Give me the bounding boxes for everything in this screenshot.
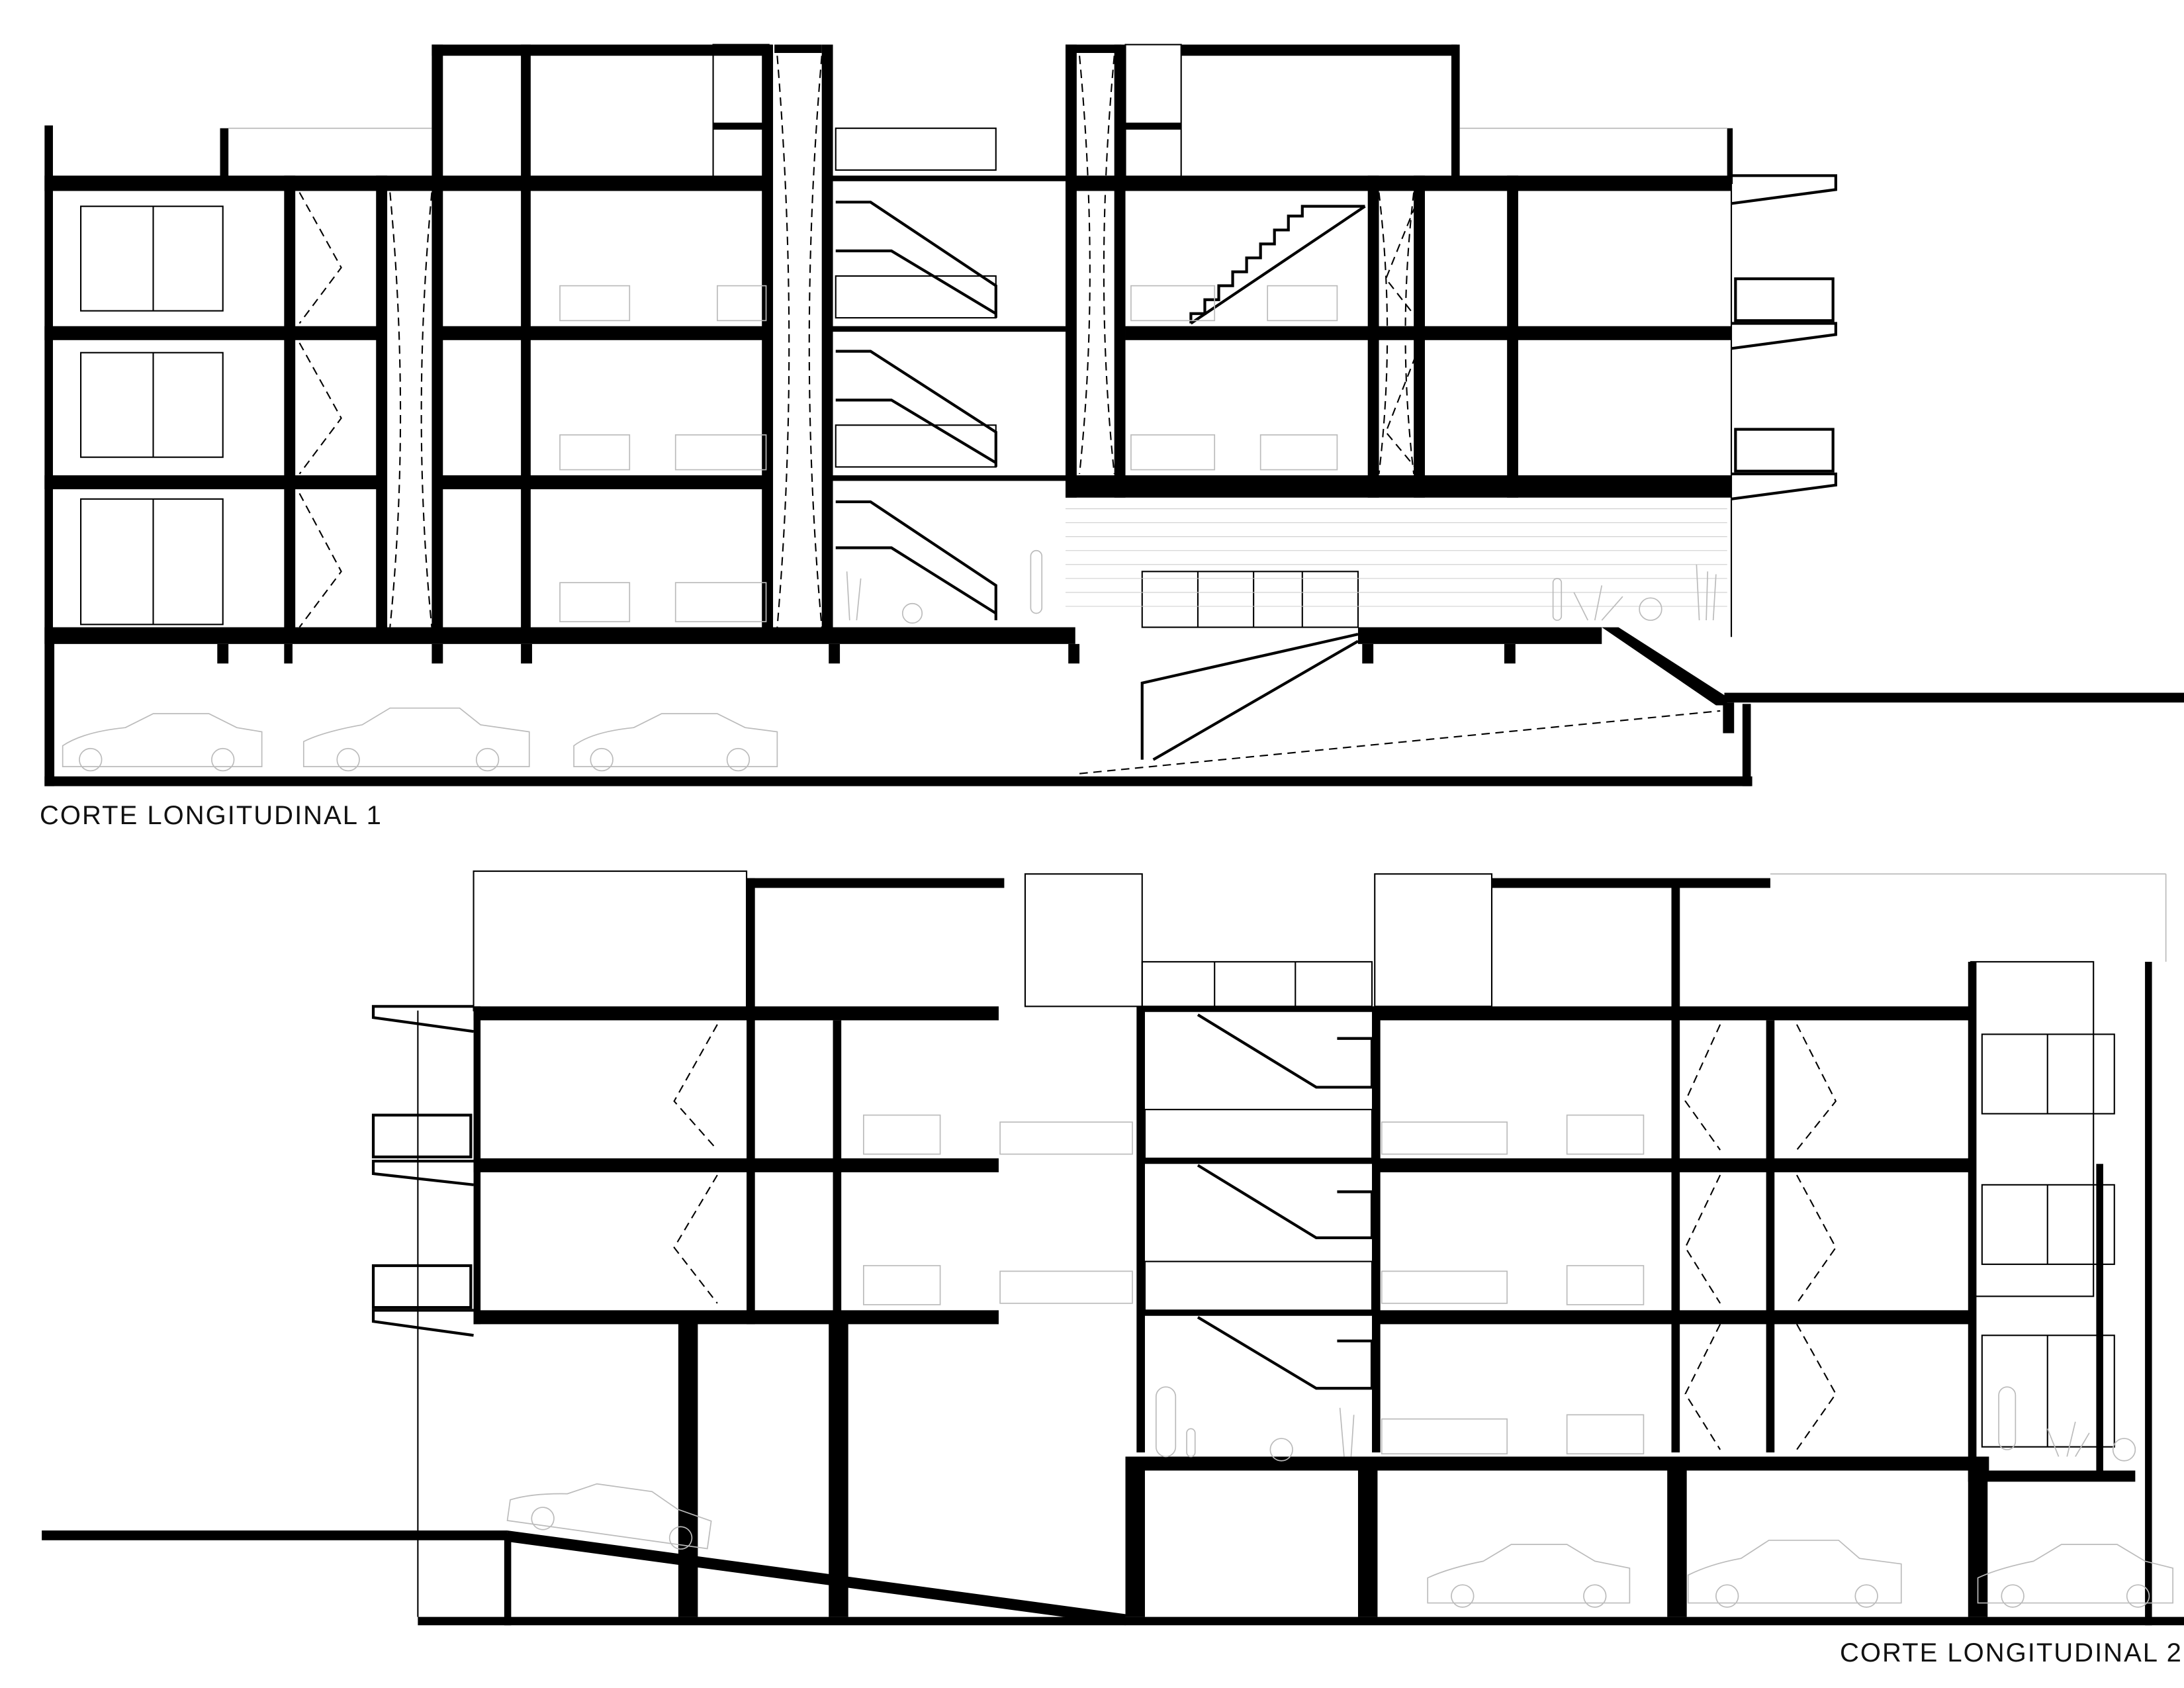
- car-icon: [1427, 1544, 1631, 1608]
- stair-icon: [835, 127, 997, 621]
- car-icon: [1977, 1544, 2174, 1608]
- furniture-icon: [559, 285, 1338, 622]
- section-2: [42, 870, 2184, 1626]
- car-icon: [62, 713, 263, 772]
- car-icon: [573, 713, 778, 772]
- furniture-icon: [863, 1114, 1645, 1455]
- window-icon: [80, 205, 224, 626]
- stair-icon: [1144, 1013, 1374, 1390]
- window-icon: [1981, 1033, 2115, 1448]
- car-icon: [1687, 1539, 1902, 1608]
- section-label-2: CORTE LONGITUDINAL 2: [1840, 1638, 2183, 1667]
- plant-icon: [1155, 1386, 2136, 1462]
- section-label-1: CORTE LONGITUDINAL 1: [40, 801, 383, 830]
- balcony-icon: [1731, 174, 1837, 500]
- car-icon: [302, 707, 530, 772]
- shaft-icon: [389, 56, 1415, 628]
- door-swing-icon: [298, 192, 1422, 628]
- door-swing-icon: [673, 1024, 1837, 1450]
- section-1: [44, 44, 2184, 786]
- plant-icon: [846, 549, 1717, 624]
- balcony-icon: [371, 1005, 474, 1337]
- car-icon: [506, 1483, 712, 1550]
- stair-icon: [1189, 205, 1366, 325]
